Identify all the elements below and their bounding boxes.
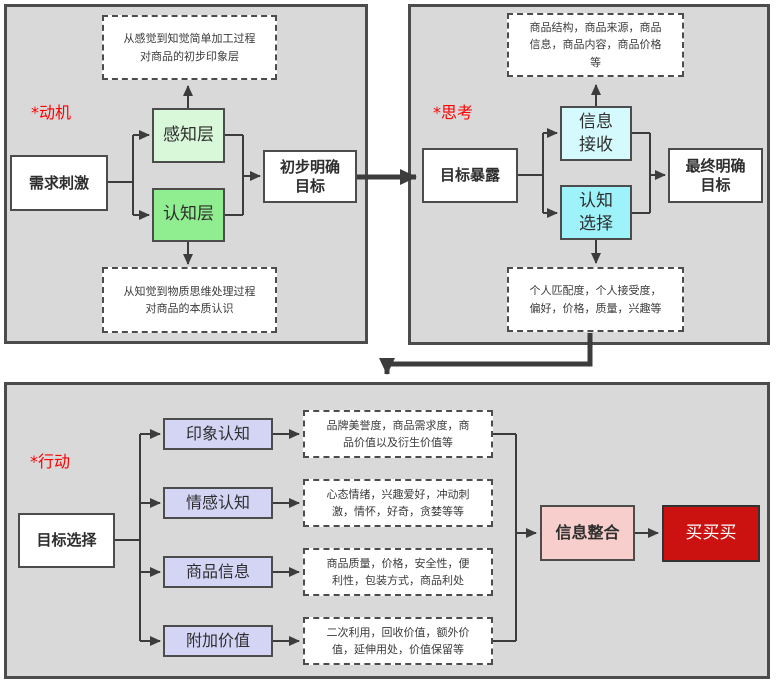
- branch-added-value-note: 二次利用，回收价值，额外价 值，延伸用处，价值保留等: [303, 617, 493, 665]
- wire-selection-split: [115, 434, 141, 641]
- cognitive-selection-box: 认知 选择: [560, 185, 632, 240]
- goal-selection-box: 目标选择: [18, 513, 115, 568]
- preliminary-goal-box: 初步明确 目标: [263, 150, 357, 203]
- wire-collector: [493, 433, 517, 642]
- action-tag: *行动: [30, 452, 71, 471]
- perception-layer-box: 感知层: [152, 108, 225, 163]
- branch-product-info-box: 商品信息: [163, 556, 273, 588]
- goal-exposure-box: 目标暴露: [422, 148, 518, 203]
- branch-impression-box: 印象认知: [163, 418, 273, 450]
- thinking-top-note: 商品结构，商品来源，商品 信息，商品内容，商品价格 等: [507, 13, 684, 77]
- branch-impression-note: 品牌美誉度，商品需求度，商 品价值以及衍生价值等: [303, 410, 493, 458]
- final-goal-box: 最终明确 目标: [668, 148, 763, 203]
- motivation-top-note: 从感觉到知觉简单加工过程 对商品的初步印象层: [102, 15, 277, 80]
- wire-merge-motivation: [225, 134, 244, 216]
- branch-emotion-box: 情感认知: [163, 487, 273, 519]
- branch-product-info-note: 商品质量，价格，安全性，便 利性，包装方式，商品利处: [303, 548, 493, 596]
- branch-added-value-box: 附加价值: [163, 625, 273, 657]
- branch-emotion-note: 心态情绪，兴趣爱好，冲动刺 激，情怀，好奇，贪婪等等: [303, 479, 493, 527]
- demand-stimulus-box: 需求刺激: [10, 155, 108, 211]
- arrow-thinking-to-action: [379, 333, 593, 375]
- motivation-bottom-note: 从知觉到物质思维处理过程 对商品的本质认识: [102, 267, 277, 333]
- thinking-tag: *思考: [433, 103, 474, 122]
- wire-stimulus-split: [108, 135, 134, 215]
- motivation-tag: *动机: [31, 103, 72, 122]
- wire-exposure-split: [518, 133, 544, 213]
- buy-box: 买买买: [662, 505, 760, 562]
- wire-merge-thinking: [632, 132, 651, 214]
- info-integration-box: 信息整合: [540, 505, 635, 561]
- info-reception-box: 信息 接收: [560, 106, 632, 161]
- thinking-bottom-note: 个人匹配度，个人接受度， 偏好，价格，质量，兴趣等: [507, 267, 684, 332]
- cognition-layer-box: 认知层: [152, 188, 225, 242]
